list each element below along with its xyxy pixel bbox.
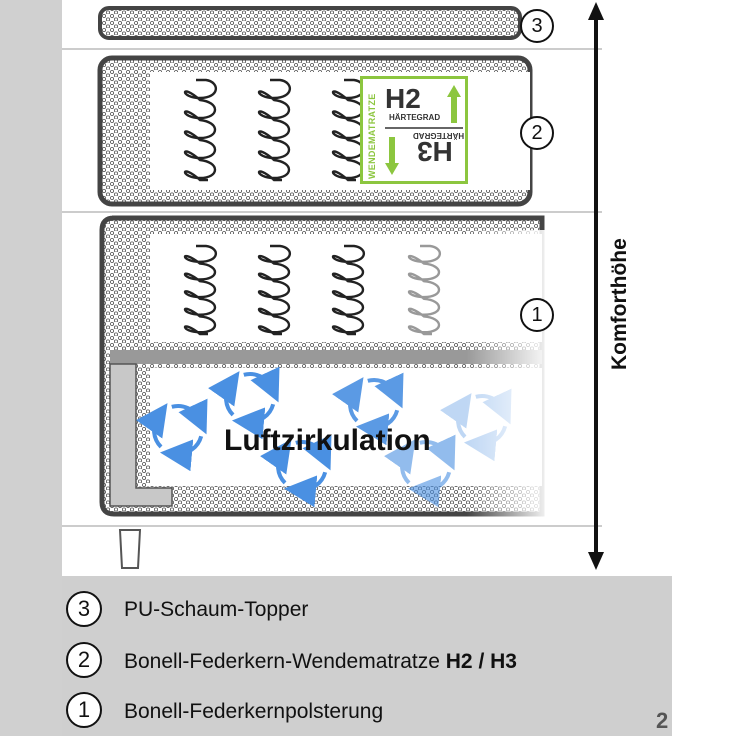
layer-number-2: 2 (520, 116, 554, 150)
circulation-arrow-icon (136, 398, 208, 472)
right-margin-band (672, 0, 736, 736)
badge-top-grade: H2 (385, 83, 421, 114)
legend-text-topper: PU-Schaum-Topper (124, 598, 309, 621)
badge-side-text: WENDEMATRATZE (367, 93, 377, 179)
arrow-down-icon (385, 137, 399, 175)
layer-number-1: 1 (520, 298, 554, 332)
spring-coil (183, 78, 217, 182)
badge-top-sub: HÄRTEGRAD (389, 113, 441, 122)
circulation-arrow-icon (208, 366, 280, 440)
badge-divider (385, 127, 463, 129)
mattress-spring-core (150, 72, 530, 190)
spring-coil (257, 78, 291, 182)
page-number: 2 (656, 708, 669, 733)
circulation-arrow-icon (260, 434, 332, 508)
topper-layer (98, 6, 522, 40)
air-circulation-label: Luftzirkulation (224, 424, 431, 457)
reversible-mattress-badge: WENDEMATRATZE H2 HÄRTEGRAD H3 HÄRTEGRAD (360, 76, 468, 184)
legend: 3 PU-Schaum-Topper 2 Bonell-Federkern-We… (62, 576, 672, 736)
height-axis-arrow-down (588, 552, 604, 570)
fade-overlay (362, 230, 552, 520)
arrow-up-icon (447, 85, 461, 123)
legend-text-mattress: Bonell-Federkern-Wendematratze H2 / H3 (124, 650, 517, 673)
boxspring-side-panel (109, 363, 173, 507)
legend-number-2: 2 (66, 642, 102, 678)
bed-foot (118, 529, 142, 569)
spring-coil (183, 244, 217, 336)
layer-number-3: 3 (520, 9, 554, 43)
comfort-height-label: Komforthöhe (608, 238, 631, 370)
bed-layers-diagram: 3 2 1 Luftzirkulation Komforthöhe WENDEM… (62, 0, 672, 576)
badge-bottom-sub: HÄRTEGRAD (413, 131, 465, 140)
height-axis-arrow-up (588, 2, 604, 20)
legend-text-boxspring: Bonell-Federkernpolsterung (124, 700, 384, 723)
spring-coil (257, 244, 291, 336)
left-margin-band (0, 0, 62, 736)
legend-number-1: 1 (66, 692, 102, 728)
legend-number-3: 3 (66, 591, 102, 627)
